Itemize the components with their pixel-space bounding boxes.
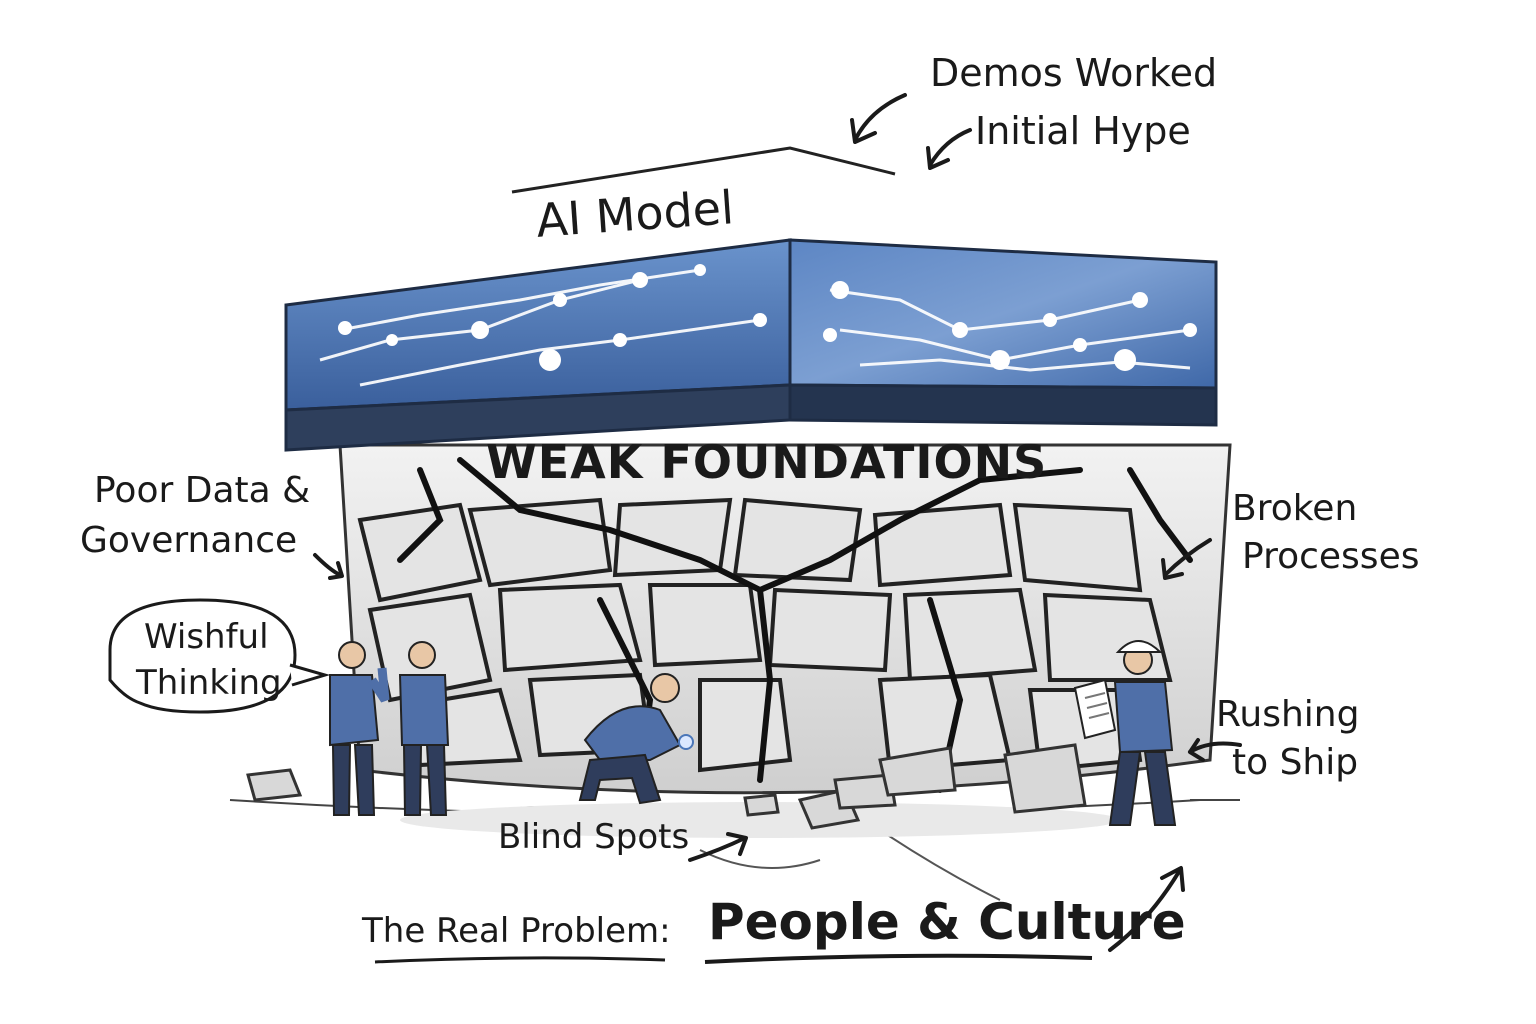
worker-talking-left	[329, 641, 390, 816]
ai-model-slab	[284, 238, 1218, 452]
worker-talking-right	[398, 641, 450, 816]
roof-line	[511, 146, 896, 194]
worker-crouching	[578, 673, 694, 805]
label-rushing-line1: Rushing	[1216, 694, 1360, 735]
speech-bubble-tail	[289, 663, 331, 687]
label-blind-spots: Blind Spots	[498, 817, 690, 857]
footer-emphasis-underline	[704, 953, 1093, 964]
label-rushing-line2: to Ship	[1232, 742, 1359, 783]
label-broken-line2: Processes	[1242, 536, 1420, 577]
rubble	[246, 743, 1087, 830]
footer-prefix-underline	[374, 956, 666, 964]
label-wishful-line2: Thinking	[136, 663, 282, 703]
footer-prefix: The Real Problem:	[362, 911, 671, 951]
label-wishful-line1: Wishful	[144, 617, 269, 657]
label-demos-worked: Demos Worked	[930, 51, 1218, 95]
speech-bubble	[108, 598, 297, 714]
label-poor-data-line2: Governance	[80, 520, 298, 561]
worker-inspector	[1073, 640, 1177, 826]
label-poor-data-line1: Poor Data &	[94, 470, 311, 511]
footer-emphasis: People & Culture	[708, 893, 1186, 951]
annotation-arrows	[313, 93, 1242, 952]
weak-foundations-label: WEAK FOUNDATIONS	[486, 435, 1048, 489]
label-initial-hype: Initial Hype	[975, 109, 1191, 153]
label-broken-line1: Broken	[1232, 488, 1358, 529]
ground	[229, 799, 1240, 901]
foundation-wall	[338, 443, 1232, 795]
